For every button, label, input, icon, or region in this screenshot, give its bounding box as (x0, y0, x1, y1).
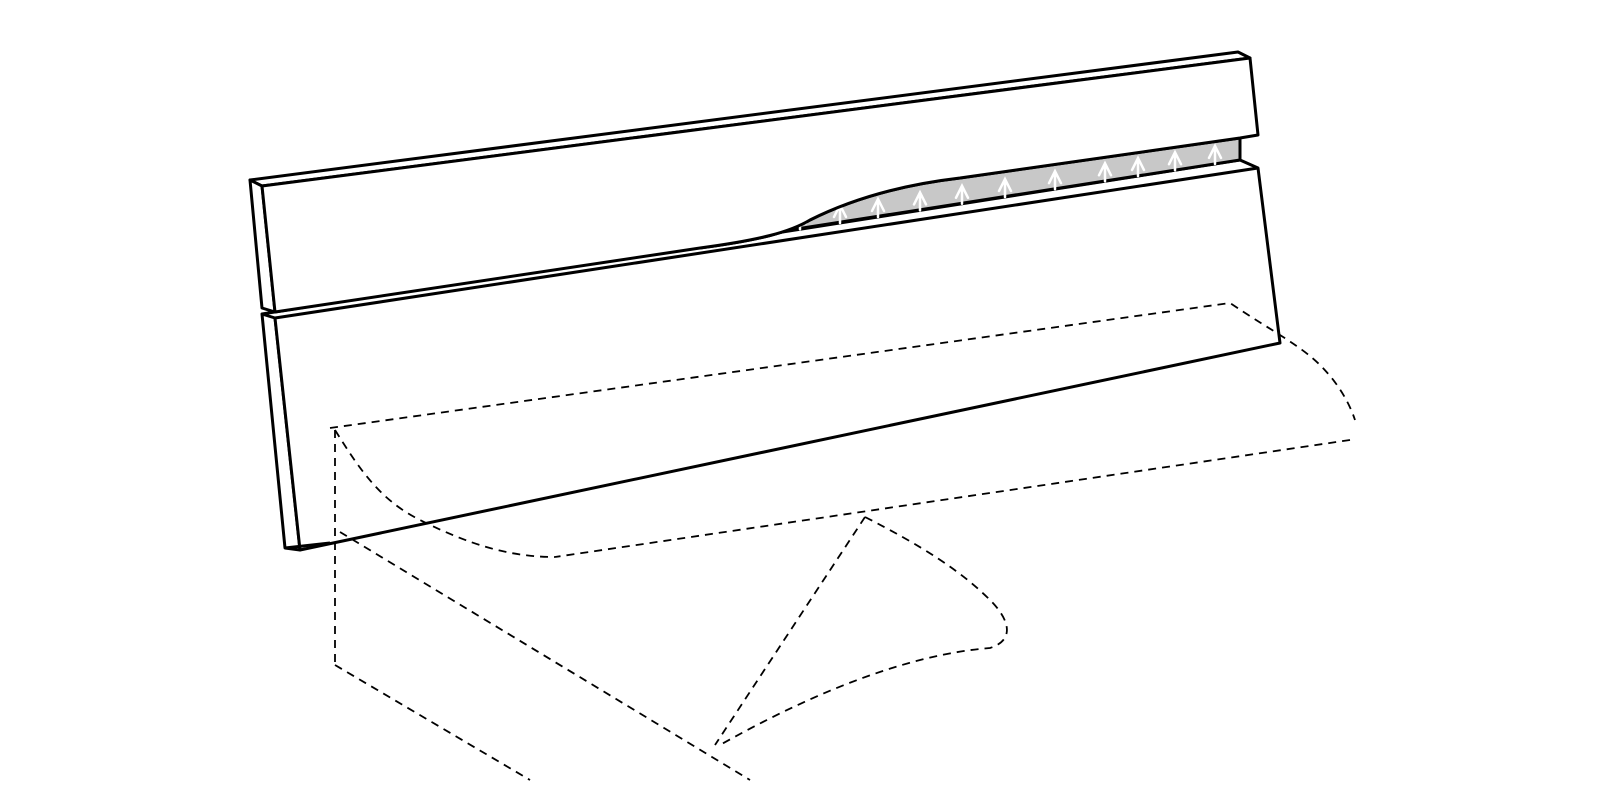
gap-arrow-icon (912, 189, 928, 212)
gap-arrow-icon (997, 176, 1013, 199)
gap-arrow-icon (1130, 155, 1146, 178)
upper-board-front-face (260, 56, 1260, 314)
mattress-outline (329, 302, 1356, 781)
gap-arrow-icon (1047, 168, 1063, 191)
mattress-top-front-edge (554, 439, 1351, 558)
gap-arrow-icon (1167, 149, 1183, 172)
blanket-corner (719, 516, 1008, 746)
gap-arrow-icon (870, 196, 886, 219)
blanket-fold-line (714, 516, 866, 746)
lower-board-front-face (273, 166, 1282, 552)
gap-arrow-icon (1207, 143, 1223, 166)
upper-board (248, 50, 1260, 314)
lower-board-bottom-edge (284, 541, 331, 550)
mattress-top-back-edge (329, 302, 1356, 429)
mattress-side-edge (339, 531, 751, 781)
mattress-bottom-edge (334, 664, 531, 781)
gap-arrow-icon (1097, 160, 1113, 183)
mattress-left-curve (334, 429, 556, 558)
gap-arrow-icon (954, 182, 970, 206)
